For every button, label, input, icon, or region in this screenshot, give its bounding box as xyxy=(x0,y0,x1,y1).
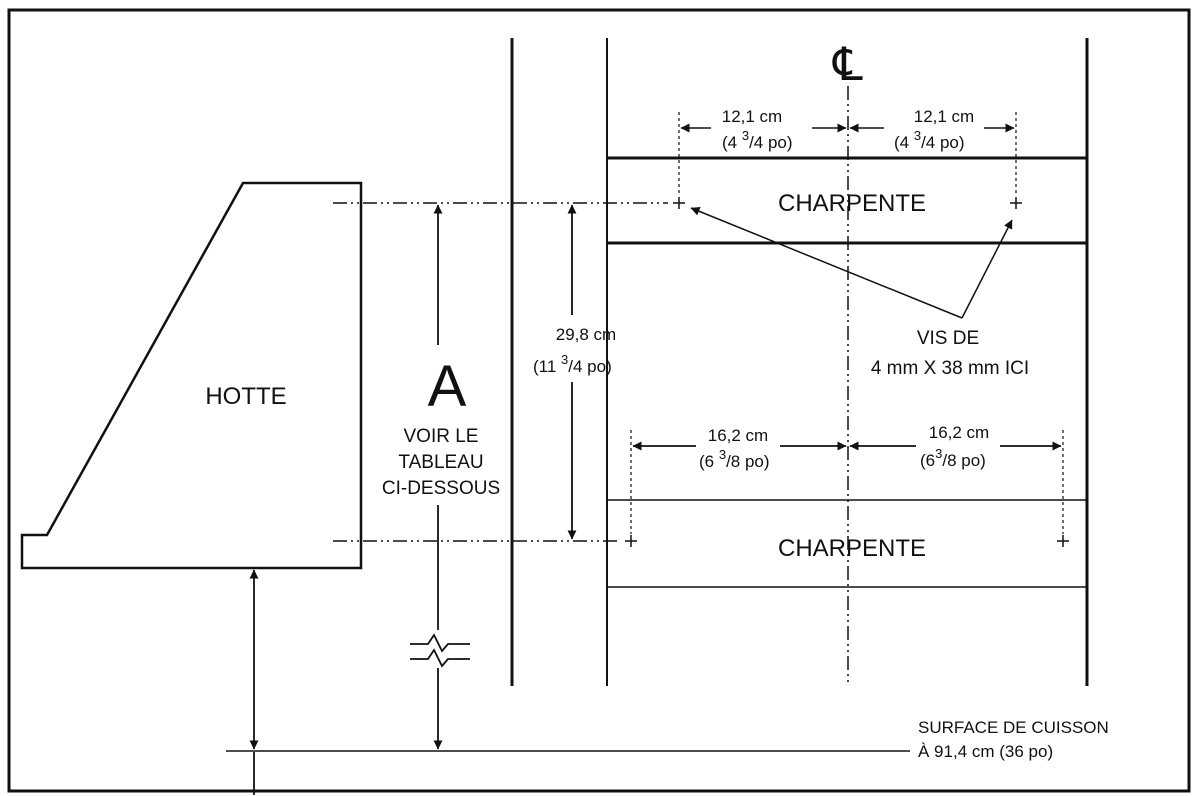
dim-top-left-imperial: (4 3/4 po) xyxy=(722,128,793,152)
see-table-line-3: CI-DESSOUS xyxy=(382,478,500,499)
dim-bottom-left-imperial: (6 3/8 po) xyxy=(699,447,770,471)
screw-marker-bottom-left xyxy=(625,535,637,547)
screw-leader-right xyxy=(961,219,1013,319)
break-symbol xyxy=(410,633,470,668)
dim-bottom-right-imperial: (63/8 po) xyxy=(920,446,986,470)
screw-marker-bottom-right xyxy=(1057,535,1069,547)
cooking-surface-label-2: À 91,4 cm (36 po) xyxy=(918,742,1053,761)
screw-marker-top-right xyxy=(1010,197,1022,209)
centerline-symbol: ℄ xyxy=(832,37,863,91)
framing-bottom-label: CHARPENTE xyxy=(778,535,926,562)
dim-bottom-left-metric: 16,2 cm xyxy=(708,426,768,445)
dim-bottom-right-metric: 16,2 cm xyxy=(929,423,989,442)
hood-label: HOTTE xyxy=(205,383,286,410)
screw-label-line-2: 4 mm X 38 mm ICI xyxy=(871,358,1029,379)
screw-marker-top-left xyxy=(673,197,685,209)
screw-leader-left xyxy=(690,207,963,319)
dim-vertical-metric: 29,8 cm xyxy=(556,325,616,344)
framing-top-label: CHARPENTE xyxy=(778,190,926,217)
see-table-line-2: TABLEAU xyxy=(398,452,483,473)
dim-a-label: A xyxy=(428,354,467,419)
hood-outline xyxy=(20,181,363,570)
dim-top-right-metric: 12,1 cm xyxy=(914,107,974,126)
framing-bottom: CHARPENTE xyxy=(607,499,1087,588)
dim-top-left-metric: 12,1 cm xyxy=(722,107,782,126)
see-table-line-1: VOIR LE xyxy=(404,426,479,447)
screw-label-line-1: VIS DE xyxy=(917,328,979,349)
framing-top: CHARPENTE xyxy=(607,156,1087,245)
diagram-border xyxy=(7,8,1191,793)
cooking-surface-label-1: SURFACE DE CUISSON xyxy=(918,718,1109,737)
dim-vertical-imperial: (11 3/4 po) xyxy=(533,352,612,376)
dim-top-right-imperial: (4 3/4 po) xyxy=(894,128,965,152)
